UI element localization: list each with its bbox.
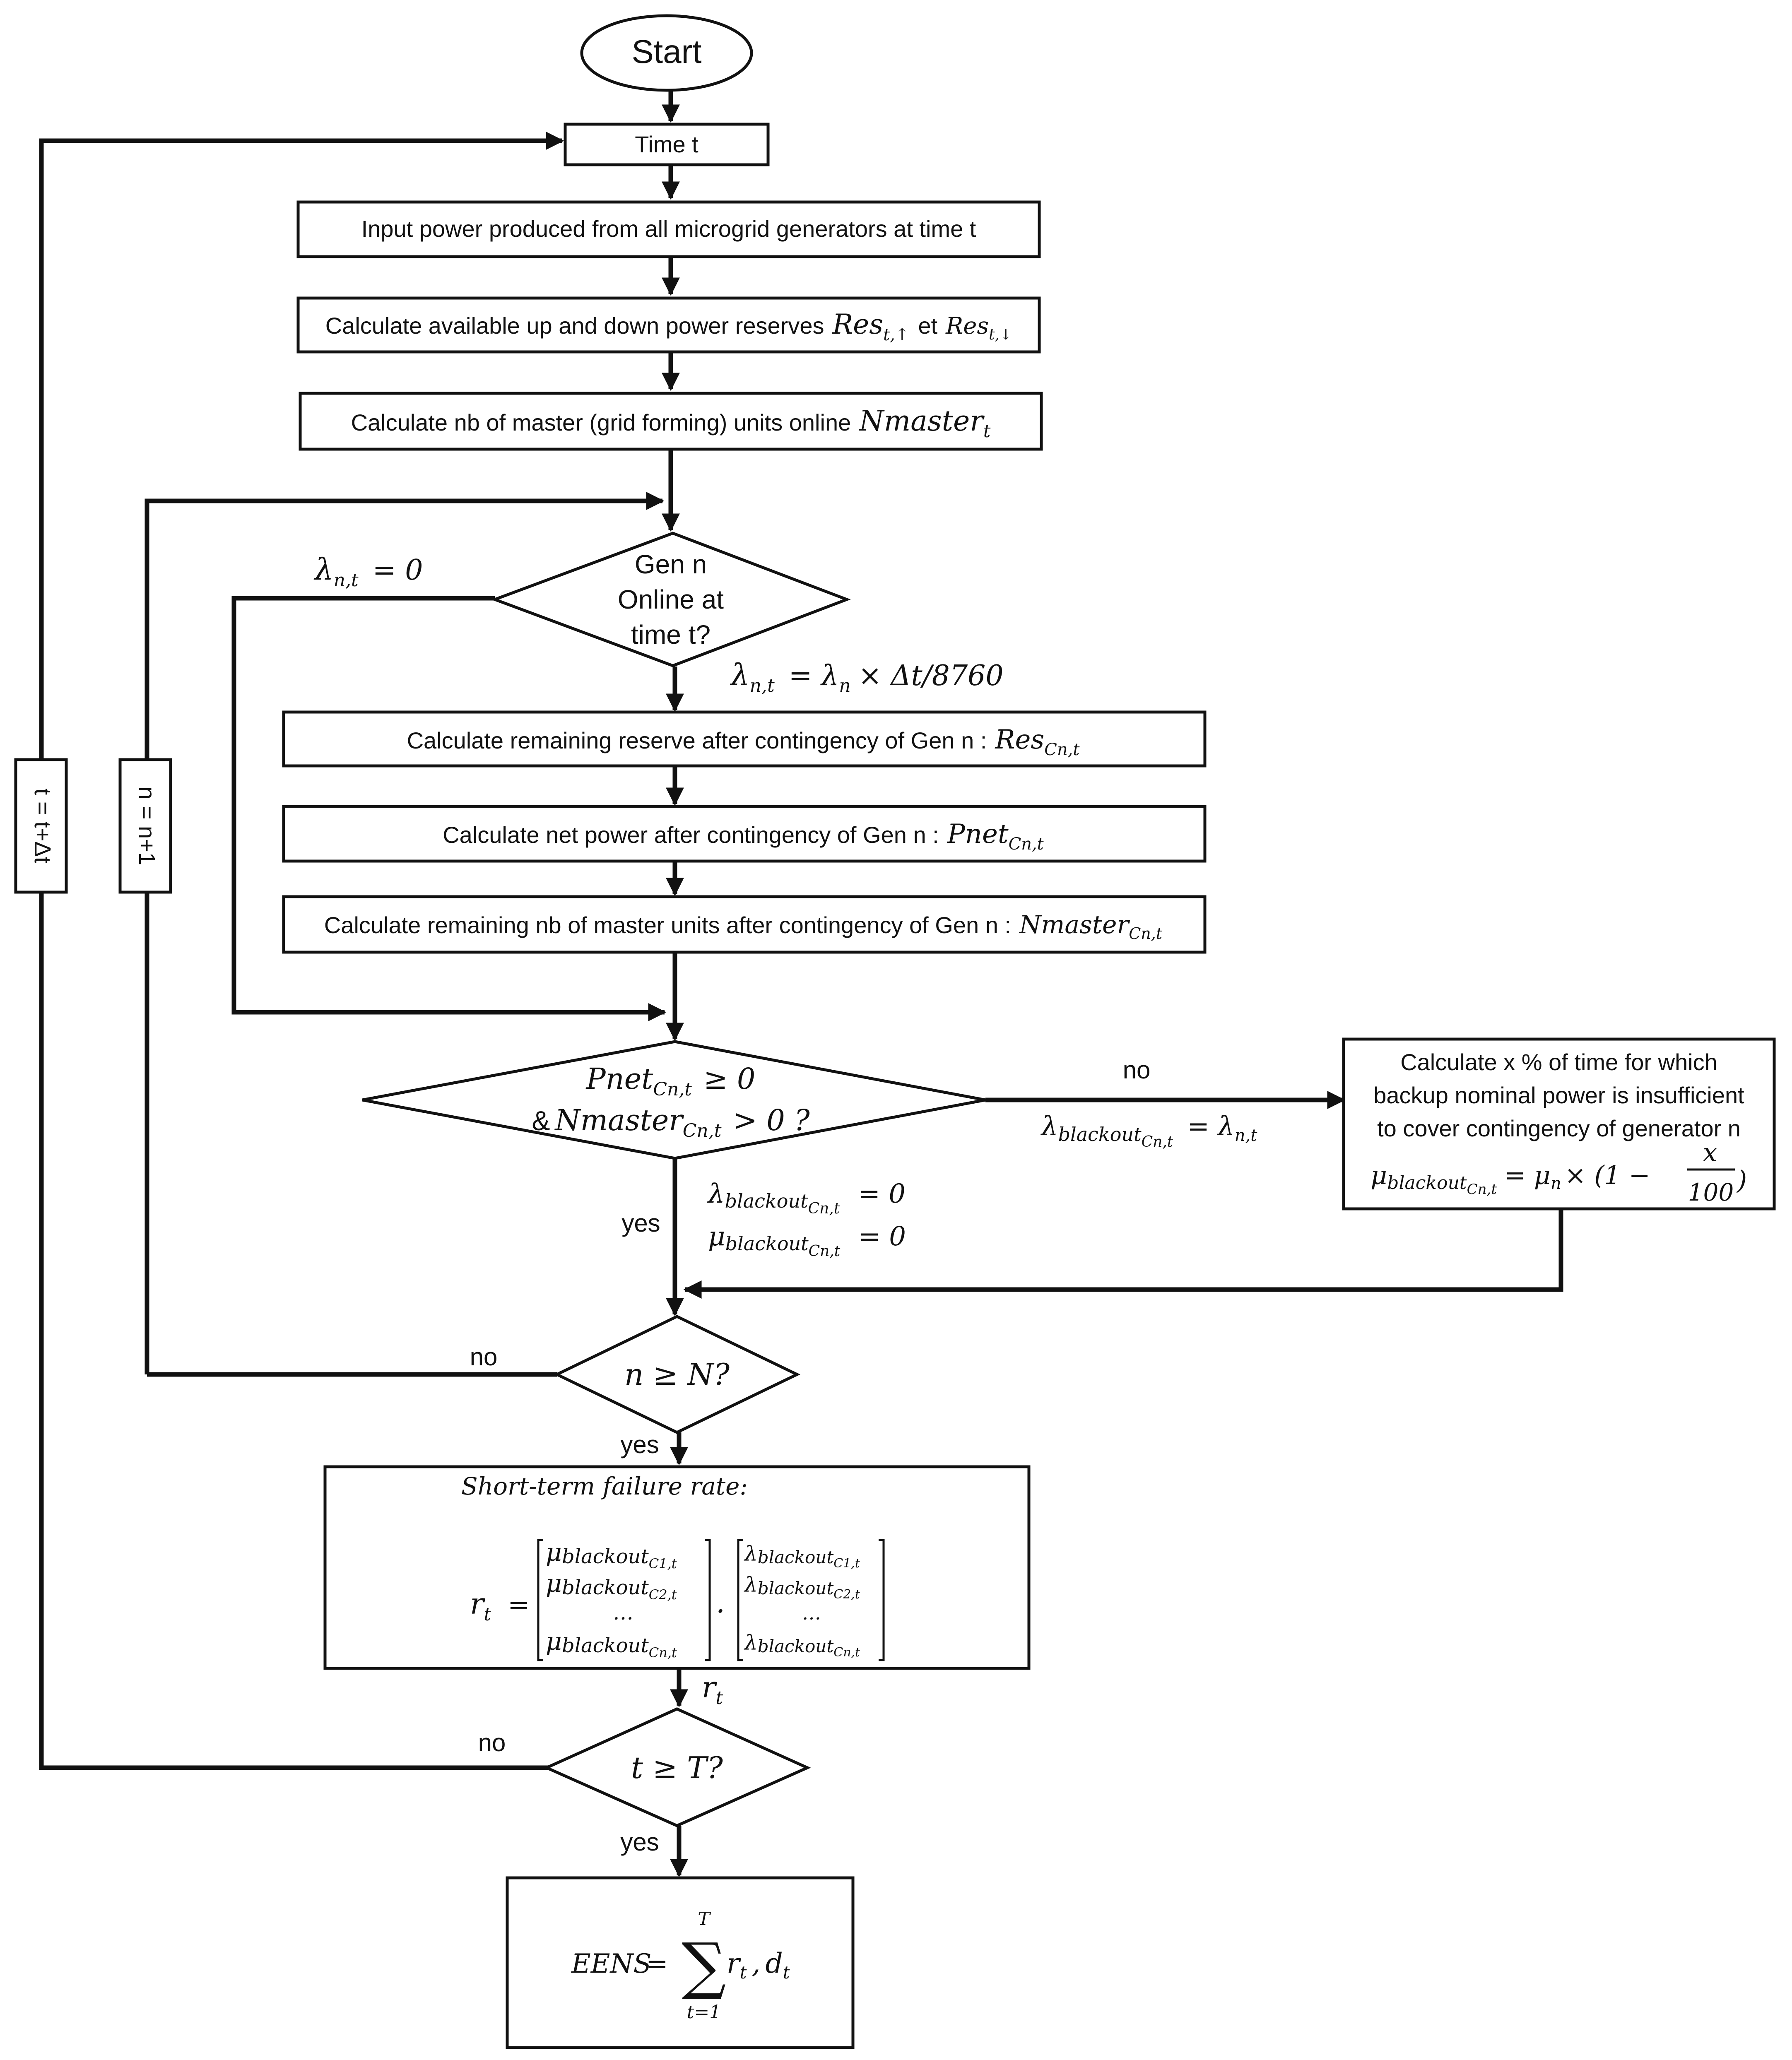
gen-online-line-3: time t?	[631, 620, 711, 650]
no-n-label: no	[470, 1343, 498, 1371]
input-power-label: Input power produced from all microgrid …	[361, 216, 976, 242]
svg-text:backup nominal power is insuff: backup nominal power is insufficient	[1373, 1082, 1744, 1108]
reserves-text: Calculate available up and down power re…	[325, 313, 824, 339]
reserves-et: et	[918, 313, 937, 339]
nmaster-text: Calculate nb of master (grid forming) un…	[351, 409, 851, 436]
res-down-sub: t,↓	[989, 326, 1012, 343]
n-check-label: n ≥ N?	[624, 1357, 730, 1392]
n-check-decision: n ≥ N?	[553, 1315, 801, 1434]
svg-text:rt , dt: rt , dt	[727, 1947, 790, 1983]
svg-text:Calculate nb of master (grid f: Calculate nb of master (grid forming) un…	[351, 405, 991, 442]
svg-text:λblackoutC2,t: λblackoutC2,t	[744, 1573, 860, 1602]
res-up-sub: t,↑	[883, 325, 909, 344]
svg-text:Calculate available up and dow: Calculate available up and down power re…	[325, 308, 1012, 344]
short-term-title: Short-term failure rate:	[461, 1472, 748, 1500]
svg-text:to cover contingency of gener: to cover contingency of generator n	[1377, 1115, 1741, 1141]
start-node: Start	[580, 14, 753, 92]
remaining-master-node: Calculate remaining nb of master units a…	[282, 895, 1207, 954]
n-update-box: n = n+1	[118, 758, 172, 894]
svg-text:Calculate x % of time for whic: Calculate x % of time for which	[1400, 1049, 1717, 1075]
lambda-blackout-zero-label: λblackoutCn,t = 0	[707, 1179, 906, 1217]
time-label: Time t	[635, 131, 698, 157]
net-power-decision: PnetCn,t ≥ 0 & NmasterCn,t > 0 ?	[362, 1040, 986, 1160]
r-t-label: rt	[702, 1670, 723, 1709]
svg-text:EENS: EENS	[571, 1949, 651, 1979]
connectors	[39, 91, 1563, 1877]
svg-text:μblackoutC1,t: μblackoutC1,t	[546, 1538, 677, 1571]
nmaster-sub: t	[983, 421, 991, 442]
yes-n-label: yes	[620, 1431, 659, 1458]
gen-online-line-2: Online at	[618, 585, 724, 614]
eens-node: EENS = T ∑ t=1 rt , dt	[506, 1876, 855, 2049]
t-update-label: t = t+Δt	[30, 789, 56, 864]
svg-text:rt =: rt =	[470, 1587, 530, 1625]
lambda-eq-label: λn,t = λn × Δt/8760	[730, 657, 1004, 696]
yes-condition-label: yes	[621, 1209, 660, 1237]
n-update-label: n = n+1	[134, 787, 160, 865]
svg-text:μblackoutCn,t = μn: μblackoutCn,t = μn × (1 −	[1370, 1160, 1650, 1198]
svg-text:T: T	[698, 1908, 711, 1930]
yes-t-label: yes	[620, 1828, 659, 1856]
start-label: Start	[632, 33, 702, 70]
t-check-label: t ≥ T?	[631, 1750, 723, 1785]
backup-node: Calculate x % of time for which backup n…	[1342, 1037, 1776, 1210]
mu-blackout-zero-label: μblackoutCn,t = 0	[708, 1221, 906, 1260]
svg-text:λblackoutC1,t: λblackoutC1,t	[744, 1542, 860, 1571]
svg-text:Calculate net power after cont: Calculate net power after contingency of…	[443, 819, 1044, 854]
no-right-label: no	[1123, 1056, 1151, 1084]
t-update-box: t = t+Δt	[14, 758, 68, 894]
svg-text:Calculate remaining nb of mast: Calculate remaining nb of master units a…	[324, 910, 1163, 943]
svg-text:μblackoutCn,t: μblackoutCn,t	[546, 1627, 677, 1661]
svg-text:μblackoutC2,t: μblackoutC2,t	[546, 1569, 677, 1603]
svg-text:λblackoutCn,t: λblackoutCn,t	[744, 1631, 860, 1660]
nmaster-node: Calculate nb of master (grid forming) un…	[299, 392, 1043, 451]
gen-online-line-1: Gen n	[635, 549, 707, 579]
svg-text:.: .	[716, 1586, 725, 1620]
svg-text:Calculate remaining reserve af: Calculate remaining reserve after contin…	[407, 724, 1080, 759]
svg-text:=: =	[646, 1949, 668, 1979]
lambda-zero-label: λn,t = 0	[313, 552, 423, 591]
svg-text:∑: ∑	[682, 1930, 726, 2002]
t-check-decision: t ≥ T?	[543, 1707, 811, 1827]
input-power-node: Input power produced from all microgrid …	[296, 200, 1041, 258]
res-down-symbol: Res	[945, 313, 989, 339]
net-power-node: Calculate net power after contingency of…	[282, 805, 1207, 863]
svg-text:PnetCn,t ≥ 0: PnetCn,t ≥ 0	[585, 1062, 756, 1100]
res-up-symbol: Res	[832, 308, 883, 340]
svg-text:& NmasterCn,t > 0: & NmasterCn,t > 0 ?	[532, 1103, 810, 1141]
svg-text:x: x	[1703, 1137, 1717, 1167]
svg-text:): )	[1736, 1165, 1747, 1195]
svg-text:t=1: t=1	[687, 2002, 721, 2023]
svg-text:…: …	[802, 1602, 821, 1624]
reserves-node: Calculate available up and down power re…	[296, 296, 1041, 354]
short-term-node: Short-term failure rate: rt = μblackoutC…	[323, 1465, 1031, 1670]
svg-text:…: …	[613, 1600, 633, 1624]
no-t-label: no	[478, 1729, 506, 1757]
gen-online-decision: Gen n Online at time t?	[490, 532, 851, 667]
lambda-blackout-label: λblackoutCn,t = λn,t	[1040, 1111, 1257, 1150]
remaining-reserve-node: Calculate remaining reserve after contin…	[282, 710, 1207, 768]
nmaster-symbol: Nmaster	[858, 405, 985, 438]
svg-text:100: 100	[1688, 1178, 1734, 1206]
time-node: Time t	[564, 123, 770, 166]
